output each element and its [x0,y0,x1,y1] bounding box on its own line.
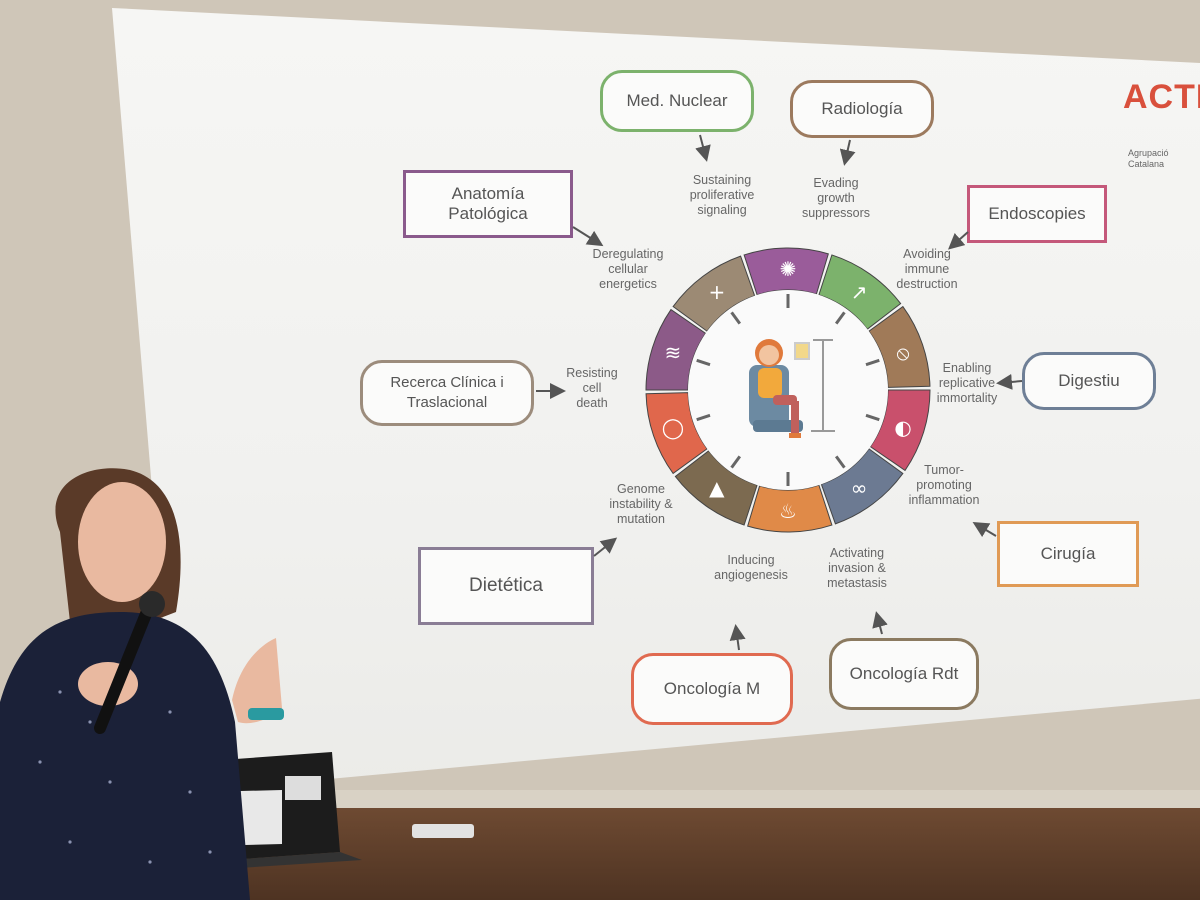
hallmark-label-angiogenesis: Inducing angiogenesis [714,553,788,582]
inner-arrow [730,311,742,325]
inner-arrow [865,413,880,422]
infinity-icon: ∞ [851,476,868,500]
hallmarks-wheel: ↗ ⦸ ◐ ∞ ♨ ▲ ◯ ≋ + ✺ [645,247,931,533]
atom-icon: ✺ [780,257,797,281]
inner-arrow [696,358,711,367]
inner-arrow [730,455,742,469]
inner-arrow [865,358,880,367]
inner-arrow [696,413,711,422]
arrow-icon: ↗ [851,280,868,304]
hallmark-label-cell-death: Resisting cell death [566,366,618,410]
cross-icon: + [708,280,725,304]
dna-icon: ≋ [665,341,682,365]
hallmark-label-energetics: Deregulating cellular energetics [592,247,664,291]
remote-control [412,824,474,838]
logo-subtitle: Agrupació Catalana [1128,148,1169,169]
rocket-icon: ▲ [709,476,725,500]
specialty-cirugia: Cirugía [997,521,1139,587]
hallmark-label-growth-suppressors: Evading growth suppressors [801,176,871,220]
hallmark-label-proliferative: Sustaining proliferative signaling [689,173,755,217]
inner-arrow [834,311,846,325]
hallmark-label-genome: Genome instability & mutation [609,482,673,526]
specialty-oncologia-m: Oncología M [631,653,793,725]
hallmark-label-immortality: Enabling replicative immortality [936,361,998,405]
hallmark-label-immune: Avoiding immune destruction [896,247,958,291]
vessel-icon: ◯ [662,415,684,439]
specialty-dietetica: Dietética [418,547,594,625]
fire-icon: ♨ [779,499,797,523]
patient-figure [749,339,803,438]
presenter-person [0,468,284,900]
specialty-radiologia: Radiología [790,80,934,138]
inner-arrow [834,455,846,469]
specialty-med-nuclear: Med. Nuclear [600,70,754,132]
prohibited-icon: ⦸ [897,341,910,365]
wheel-inner-arrows [696,294,880,486]
wheel-segments: ↗ ⦸ ◐ ∞ ♨ ▲ ◯ ≋ + ✺ [645,247,931,533]
specialty-recerca-clinica: Recerca Clínica i Traslacional [360,360,534,426]
pacman-icon: ◐ [894,415,911,439]
wooden-desk [200,808,1200,900]
acti-logo: ACTI [1123,78,1200,116]
hallmark-label-inflammation: Tumor-promoting inflammation [908,463,980,507]
specialty-oncologia-rdt: Oncología Rdt [829,638,979,710]
iv-drip-stand [794,339,835,432]
hallmark-label-invasion: Activating invasion & metastasis [827,546,887,590]
specialty-digestiu: Digestiu [1022,352,1156,410]
specialty-anatomia-patologica: Anatomía Patológica [403,170,573,238]
specialty-endoscopies: Endoscopies [967,185,1107,243]
